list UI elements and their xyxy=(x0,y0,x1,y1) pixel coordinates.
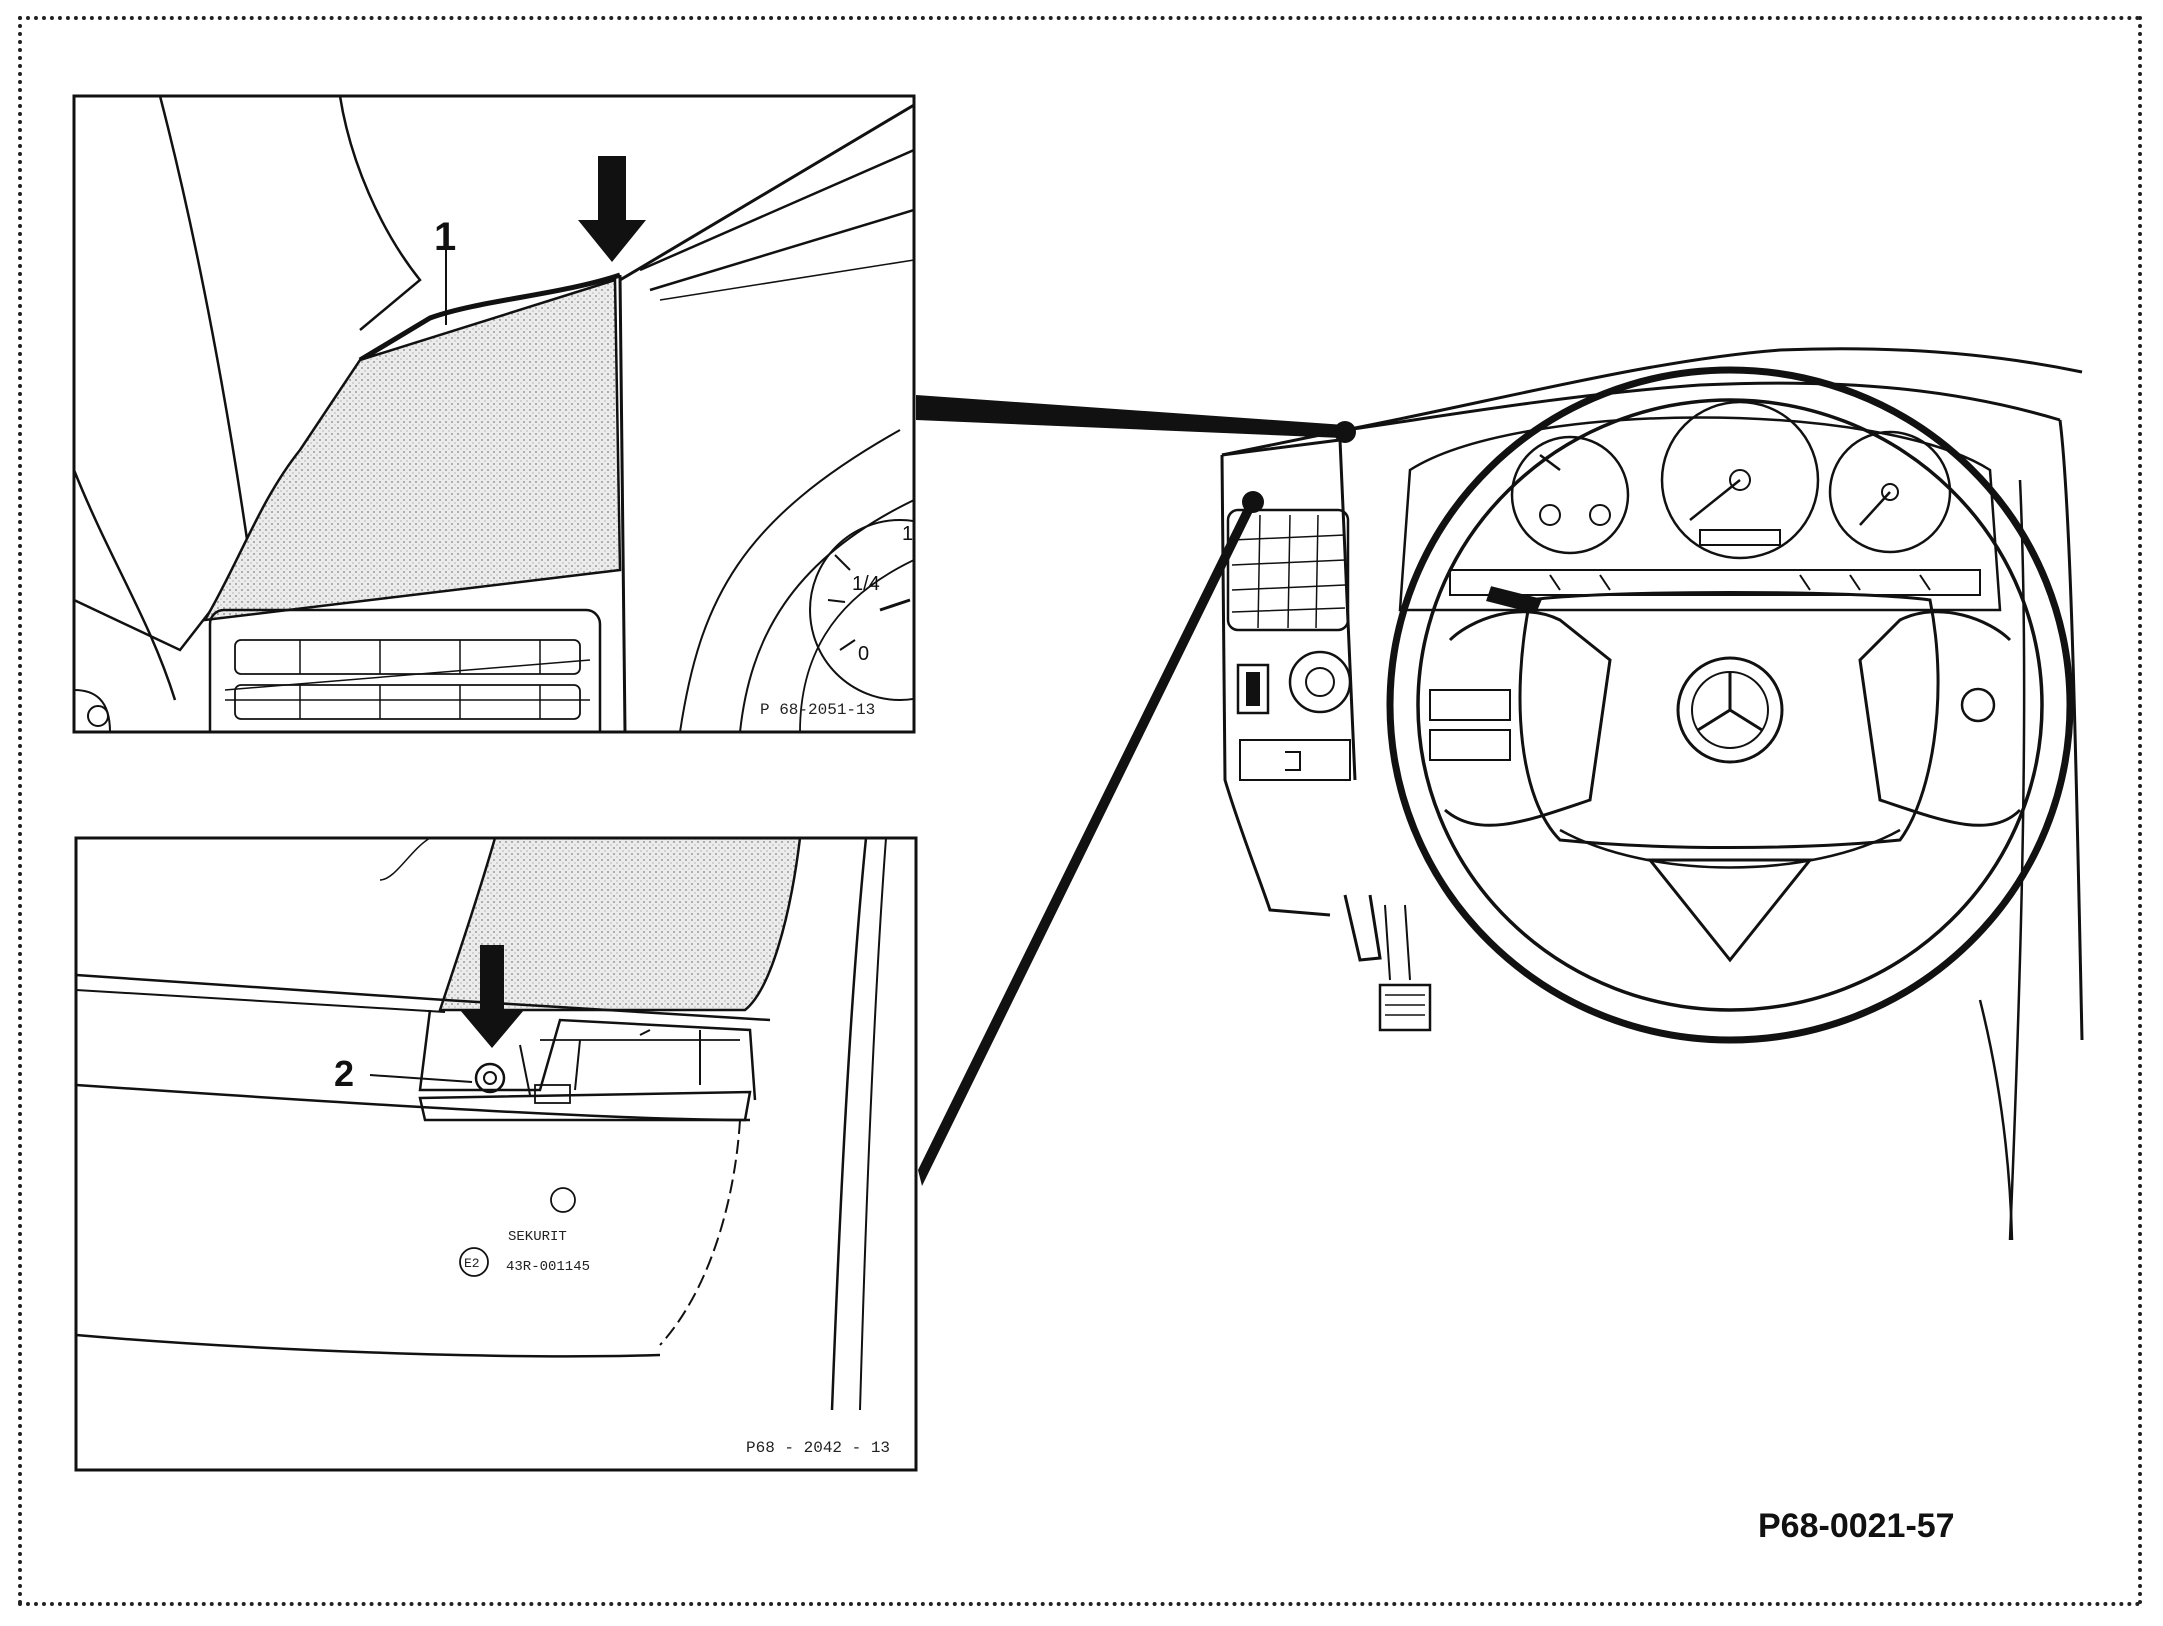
bottom-inset-border xyxy=(74,836,918,1472)
main-left-vent xyxy=(1226,508,1350,632)
small-switch xyxy=(1236,663,1270,715)
callout-2-leader xyxy=(369,1074,473,1083)
figure-frame xyxy=(18,16,2142,1606)
airbag-hub xyxy=(1518,591,1940,849)
arrow-pointer-bottom xyxy=(460,945,524,1048)
trim-panel-stipple xyxy=(202,278,622,622)
top-inset-border xyxy=(72,94,916,734)
a-pillar-edge xyxy=(74,96,252,652)
top-inset-code: P 68-2051-13 xyxy=(760,701,875,719)
top-inset: 1 1/4 0 1 P 68-2051-13 xyxy=(72,94,916,734)
light-switch xyxy=(1288,650,1352,714)
fuel-gauge xyxy=(809,519,914,701)
gauge-label-one: 1 xyxy=(902,523,913,545)
bottom-inset-code: P68 - 2042 - 13 xyxy=(746,1439,890,1457)
pointer-dot-top xyxy=(1334,421,1356,443)
star-emblem xyxy=(550,1187,576,1213)
gauge-label-zero: 0 xyxy=(858,643,869,665)
callout-1-label: 1 xyxy=(434,215,456,259)
pillar-trim-stipple xyxy=(438,838,802,1012)
tachometer xyxy=(1828,430,1952,554)
gauge-label-quarter: 1/4 xyxy=(852,573,880,595)
screw xyxy=(474,1062,506,1094)
main-dashboard xyxy=(1220,347,2084,1241)
speedometer xyxy=(1660,400,1820,560)
e-mark-circle xyxy=(459,1247,489,1277)
air-vent xyxy=(208,608,602,732)
bottom-inset: 2 SEKURIT 43R-001145 E2 P68 - 2042 - 13 xyxy=(74,836,918,1472)
dash-top-edge xyxy=(1221,347,2083,457)
main-figure-code: P68-0021-57 xyxy=(1758,1507,1955,1545)
sticker-line-2: 43R-001145 xyxy=(506,1259,590,1275)
connector-wedge-top xyxy=(916,395,1345,438)
sticker-line-1: SEKURIT xyxy=(508,1229,567,1245)
pointer-dot-bottom xyxy=(1242,491,1264,513)
arrow-pointer-top xyxy=(578,156,646,262)
instrument-cluster xyxy=(1398,416,2002,612)
connector-wedge-bottom xyxy=(918,500,1256,1186)
callout-2-label: 2 xyxy=(334,1053,354,1094)
steering-wheel-outer xyxy=(1386,366,2074,1044)
sticker-mark: E2 xyxy=(464,1256,480,1271)
mercedes-star xyxy=(1676,656,1784,764)
bracket xyxy=(418,1009,757,1101)
left-gauge xyxy=(1510,435,1630,555)
